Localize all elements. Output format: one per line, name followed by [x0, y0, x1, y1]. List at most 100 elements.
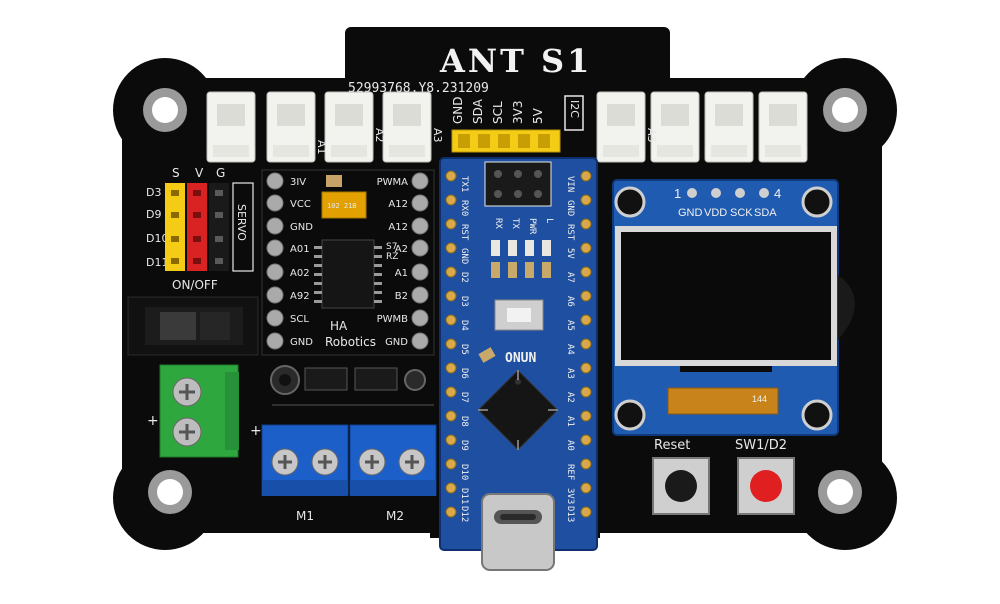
driver-pin-l4: A01	[290, 244, 310, 255]
nano-pin-l7: D4	[459, 320, 469, 331]
servo-row-d11: D11	[146, 256, 168, 269]
driver-pin-r6: B2	[395, 291, 408, 302]
driver-pin-r3: A12	[388, 222, 408, 233]
nano-pin-r11: A1	[565, 416, 575, 427]
driver-pin-r1: PWMA	[377, 177, 409, 188]
driver-small-rz: RZ	[386, 252, 398, 262]
i2c-pin-sda: SDA	[471, 98, 485, 124]
arduino-nano: TX1 RX0 RST GND D2 D3 D4 D5 D6 D7 D8 D9 …	[439, 157, 598, 571]
servo-row-d9: D9	[146, 208, 161, 221]
connector-r4	[758, 91, 808, 163]
nano-pin-l8: D5	[459, 344, 469, 355]
nano-pin-l4: GND	[459, 248, 469, 264]
nano-pin-r6: A6	[565, 296, 575, 307]
reset-label: Reset	[654, 438, 690, 453]
nano-pin-r2: GND	[565, 200, 575, 216]
driver-pin-r2: A12	[388, 199, 408, 210]
connector-r2	[650, 91, 700, 163]
driver-pin-l5: A02	[290, 268, 310, 279]
connector-a2	[324, 91, 374, 163]
connector-a3	[382, 91, 432, 163]
connector-r3	[704, 91, 754, 163]
power-terminal: +	[147, 364, 239, 458]
servo-row-d10: D10	[146, 232, 168, 245]
power-switch	[127, 296, 259, 356]
oled-pin-start: 1	[674, 186, 681, 201]
nano-pin-r5: A7	[565, 272, 575, 283]
oled-ribbon-label: 144	[752, 394, 767, 404]
brand-ha: HA	[330, 319, 348, 333]
oled-display: 1 4 GND VDD SCK SDA 144	[612, 179, 855, 436]
driver-pin-l7: SCL	[290, 314, 309, 325]
nano-pin-l9: D6	[459, 368, 469, 379]
nano-led-tx: TX	[510, 218, 520, 229]
nano-led-rx: RX	[493, 218, 503, 229]
nano-pin-r10: A2	[565, 392, 575, 403]
driver-pin-l3: GND	[290, 222, 313, 233]
driver-pin-r4: A2	[395, 244, 408, 255]
nano-pin-r9: A3	[565, 368, 575, 379]
motor-driver: 3IV VCC GND A01 A02 A92 SCL GND PWMA A12…	[261, 169, 435, 356]
motor-label-m1: M1	[296, 509, 314, 523]
motor-terminal-m2: M2	[349, 424, 437, 523]
nano-pin-l5: D2	[459, 272, 469, 283]
nano-pin-l14: D11	[459, 488, 469, 504]
motor-terminal-m1: M1	[261, 424, 349, 523]
mounting-hole-br	[818, 470, 862, 514]
nano-pin-l15: D12	[459, 506, 469, 522]
servo-row-d3: D3	[146, 186, 161, 199]
nano-pin-r3: RST	[565, 224, 575, 241]
motor-plus-label: +	[250, 423, 262, 439]
servo-label: SERVO	[235, 204, 248, 241]
driver-pin-r8: GND	[385, 337, 408, 348]
nano-pin-l11: D8	[459, 416, 469, 427]
nano-pin-r4: 5V	[565, 248, 575, 259]
sw1-button[interactable]: SW1/D2	[735, 438, 795, 515]
driver-pin-l1: 3IV	[290, 177, 306, 188]
nano-logo: ONUN	[505, 351, 536, 366]
i2c-pin-5v: 5V	[531, 107, 545, 124]
servo-header: S V G D3 D9 D10 D11 SERVO ON/OFF	[146, 166, 254, 292]
nano-pin-r12: A0	[565, 440, 575, 451]
driver-small-s7: S7	[386, 242, 397, 252]
nano-pin-l2: RX0	[459, 200, 469, 216]
mounting-hole-tl	[143, 88, 187, 132]
nano-pin-r8: A4	[565, 344, 575, 355]
connector-label-a2: A2	[373, 128, 386, 143]
connector-group-left: A1 A2 A3	[206, 91, 444, 163]
oled-pin-sck: SCK	[730, 207, 753, 219]
i2c-pin-scl: SCL	[491, 101, 505, 124]
board-title: ANT S1	[439, 42, 592, 80]
reset-button[interactable]: Reset	[652, 438, 710, 515]
driver-pin-l6: A92	[290, 291, 310, 302]
nano-pin-l1: TX1	[459, 176, 469, 192]
connector-a1	[266, 91, 316, 163]
driver-pin-r5: A1	[395, 268, 408, 279]
oled-pin-vdd: VDD	[704, 207, 727, 219]
nano-pin-l6: D3	[459, 296, 469, 307]
brand-robotics: Robotics	[325, 335, 376, 349]
connector-label-r-a3: A3	[645, 128, 658, 143]
connector-a0	[206, 91, 256, 163]
mounting-hole-tr	[823, 88, 867, 132]
terminal-plus-label: +	[147, 413, 159, 429]
nano-pin-r1: VIN	[565, 176, 575, 192]
i2c-label: I2C	[568, 100, 581, 118]
nano-pin-r13: REF	[565, 464, 575, 480]
nano-pin-r14: 3V3	[565, 488, 575, 504]
i2c-pin-gnd: GND	[451, 96, 465, 124]
connector-label-a1: A1	[315, 140, 328, 155]
servo-col-g: G	[216, 166, 225, 180]
motor-label-m2: M2	[386, 509, 404, 523]
servo-col-s: S	[172, 166, 180, 180]
i2c-pin-3v3: 3V3	[511, 101, 525, 124]
driver-pin-l2: VCC	[290, 199, 311, 210]
driver-pin-l8: GND	[290, 337, 313, 348]
oled-pin-sda: SDA	[754, 207, 777, 219]
screw-icon	[179, 384, 195, 440]
jumper-area	[270, 365, 434, 406]
nano-pin-l3: RST	[459, 224, 469, 241]
mounting-hole-bl	[148, 470, 192, 514]
oled-pin-end: 4	[774, 186, 781, 201]
